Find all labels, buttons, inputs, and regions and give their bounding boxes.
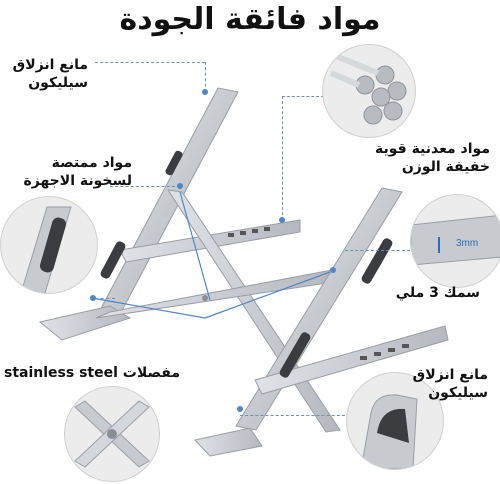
marker-dot	[237, 406, 243, 412]
label-silicone-bottom: مانع انزلاق سيليكون	[412, 367, 488, 401]
silicone-pad-detail	[346, 372, 444, 470]
marker-dot	[279, 217, 285, 223]
connector-top-left-v	[205, 62, 206, 92]
connector-left-pad	[95, 298, 115, 299]
thermal-material-detail	[0, 196, 98, 294]
connector-top-right	[282, 96, 324, 97]
steel-hinge-detail	[64, 386, 160, 482]
marker-dot	[177, 183, 183, 189]
label-thickness: سمك 3 ملي	[395, 285, 480, 301]
front-stand	[194, 187, 449, 457]
connector-mid-left	[110, 186, 180, 187]
thickness-detail	[410, 194, 500, 288]
marker-dot	[202, 89, 208, 95]
page-title: مواد فائقة الجودة	[119, 2, 381, 37]
label-hinges: stainless steel مفصلات	[4, 365, 181, 381]
thickness-tag: 3mm	[456, 238, 479, 249]
marker-dot	[330, 267, 336, 273]
label-thermal: مواد ممتصة لسخونة الاجهزة	[23, 155, 132, 189]
connector-bottom-right	[240, 415, 350, 416]
label-metal: مواد معدنية قوية خفيفة الوزن	[375, 141, 490, 175]
metal-rods-detail	[322, 44, 416, 138]
connector-top-left	[95, 62, 205, 63]
connector-mid-right	[345, 250, 410, 251]
connector-top-right-v	[282, 96, 283, 220]
marker-dot	[90, 295, 96, 301]
label-silicone-top: مانع انزلاق سيليكون	[12, 57, 88, 91]
